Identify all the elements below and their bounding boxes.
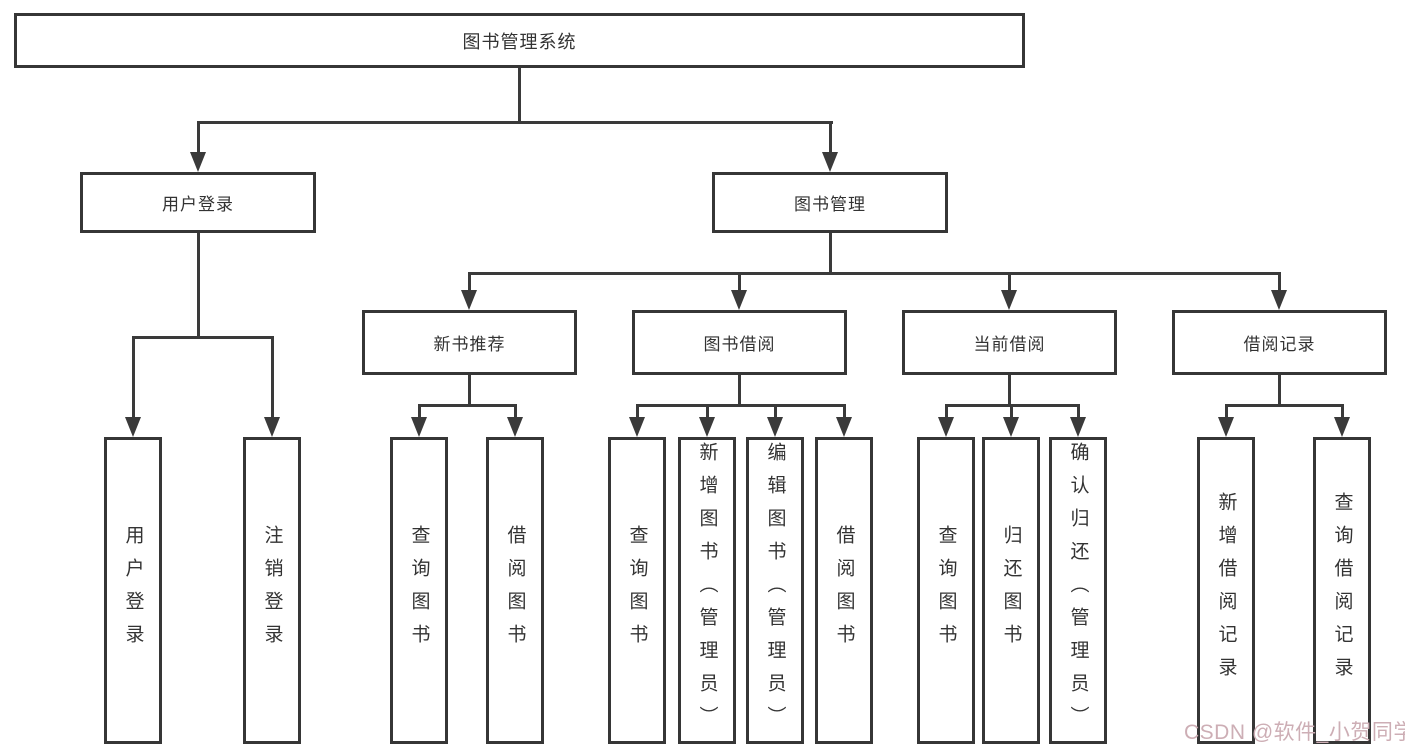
connector-vline: [197, 121, 200, 155]
leaf-add-borrow-record: 新增借阅记录: [1197, 437, 1255, 744]
connector-vline: [1008, 375, 1011, 407]
leaf-user-login: 用户登录: [104, 437, 162, 744]
leaf-borrow-query-book-label: 查询图书: [626, 524, 648, 657]
leaf-recommend-query-book: 查询图书: [390, 437, 448, 744]
leaf-add-book-admin: 新增图书（管理员）: [678, 437, 736, 744]
leaf-user-login-label: 用户登录: [122, 524, 144, 657]
connector-arrowhead: [1001, 290, 1017, 310]
leaf-confirm-return-admin-label: 确认归还（管理员）: [1067, 442, 1089, 739]
leaf-query-borrow-record-label: 查询借阅记录: [1331, 491, 1353, 690]
leaf-add-borrow-record-label: 新增借阅记录: [1215, 491, 1237, 690]
connector-vline: [1278, 375, 1281, 407]
connector-vline: [1225, 404, 1228, 420]
node-user-login-label: 用户登录: [162, 195, 234, 214]
node-new-book-recommend-label: 新书推荐: [433, 335, 506, 354]
leaf-recommend-borrow-book-label: 借阅图书: [504, 524, 526, 657]
leaf-return-book-label: 归还图书: [1000, 524, 1022, 657]
connector-hline: [1225, 404, 1344, 407]
connector-vline: [1278, 272, 1281, 292]
connector-vline: [706, 404, 709, 420]
connector-hline: [636, 404, 846, 407]
leaf-edit-book-admin: 编辑图书（管理员）: [746, 437, 804, 744]
leaf-recommend-query-book-label: 查询图书: [408, 524, 430, 657]
node-current-borrow: 当前借阅: [902, 310, 1117, 375]
connector-arrowhead: [699, 417, 715, 437]
connector-hline: [197, 121, 833, 124]
node-user-login: 用户登录: [80, 172, 316, 233]
connector-arrowhead: [767, 417, 783, 437]
connector-vline: [829, 121, 832, 155]
connector-arrowhead: [629, 417, 645, 437]
connector-arrowhead: [125, 417, 141, 437]
connector-vline: [945, 404, 948, 420]
leaf-borrow-book-label: 借阅图书: [833, 524, 855, 657]
connector-arrowhead: [190, 152, 206, 172]
connector-hline: [132, 336, 274, 339]
connector-vline: [418, 404, 421, 420]
leaf-confirm-return-admin: 确认归还（管理员）: [1049, 437, 1107, 744]
leaf-logout-label: 注销登录: [261, 524, 283, 657]
csdn-watermark: CSDN @软件_小贺同学: [1184, 721, 1405, 744]
node-current-borrow-label: 当前借阅: [973, 335, 1046, 354]
connector-vline: [829, 233, 832, 275]
connector-vline: [197, 233, 200, 339]
connector-arrowhead: [1003, 417, 1019, 437]
connector-arrowhead: [938, 417, 954, 437]
connector-vline: [468, 272, 471, 292]
node-book-management-label: 图书管理: [794, 195, 866, 214]
connector-arrowhead: [411, 417, 427, 437]
connector-vline: [843, 404, 846, 420]
connector-arrowhead: [836, 417, 852, 437]
connector-arrowhead: [264, 417, 280, 437]
connector-vline: [1341, 404, 1344, 420]
connector-vline: [1008, 272, 1011, 292]
leaf-current-query-book-label: 查询图书: [935, 524, 957, 657]
connector-arrowhead: [822, 152, 838, 172]
connector-vline: [774, 404, 777, 420]
node-new-book-recommend: 新书推荐: [362, 310, 577, 375]
connector-vline: [738, 375, 741, 407]
connector-vline: [738, 272, 741, 292]
connector-arrowhead: [1070, 417, 1086, 437]
connector-vline: [1077, 404, 1080, 420]
connector-arrowhead: [507, 417, 523, 437]
connector-vline: [1010, 404, 1013, 420]
node-book-management: 图书管理: [712, 172, 948, 233]
node-root-label: 图书管理系统: [462, 31, 577, 52]
leaf-query-borrow-record: 查询借阅记录: [1313, 437, 1371, 744]
leaf-logout: 注销登录: [243, 437, 301, 744]
connector-vline: [514, 404, 517, 420]
connector-vline: [271, 336, 274, 420]
connector-arrowhead: [461, 290, 477, 310]
connector-vline: [518, 68, 521, 124]
leaf-recommend-borrow-book: 借阅图书: [486, 437, 544, 744]
connector-vline: [468, 375, 471, 407]
connector-arrowhead: [1334, 417, 1350, 437]
node-borrow-record-label: 借阅记录: [1243, 335, 1316, 354]
connector-vline: [132, 336, 135, 420]
leaf-borrow-book: 借阅图书: [815, 437, 873, 744]
node-root: 图书管理系统: [14, 13, 1025, 68]
connector-arrowhead: [731, 290, 747, 310]
connector-arrowhead: [1218, 417, 1234, 437]
connector-vline: [636, 404, 639, 420]
node-book-borrow-label: 图书借阅: [703, 335, 776, 354]
leaf-current-query-book: 查询图书: [917, 437, 975, 744]
leaf-edit-book-admin-label: 编辑图书（管理员）: [764, 442, 786, 739]
leaf-return-book: 归还图书: [982, 437, 1040, 744]
leaf-add-book-admin-label: 新增图书（管理员）: [696, 442, 718, 739]
node-book-borrow: 图书借阅: [632, 310, 847, 375]
connector-arrowhead: [1271, 290, 1287, 310]
node-borrow-record: 借阅记录: [1172, 310, 1387, 375]
connector-hline: [418, 404, 517, 407]
leaf-borrow-query-book: 查询图书: [608, 437, 666, 744]
connector-hline: [468, 272, 1281, 275]
